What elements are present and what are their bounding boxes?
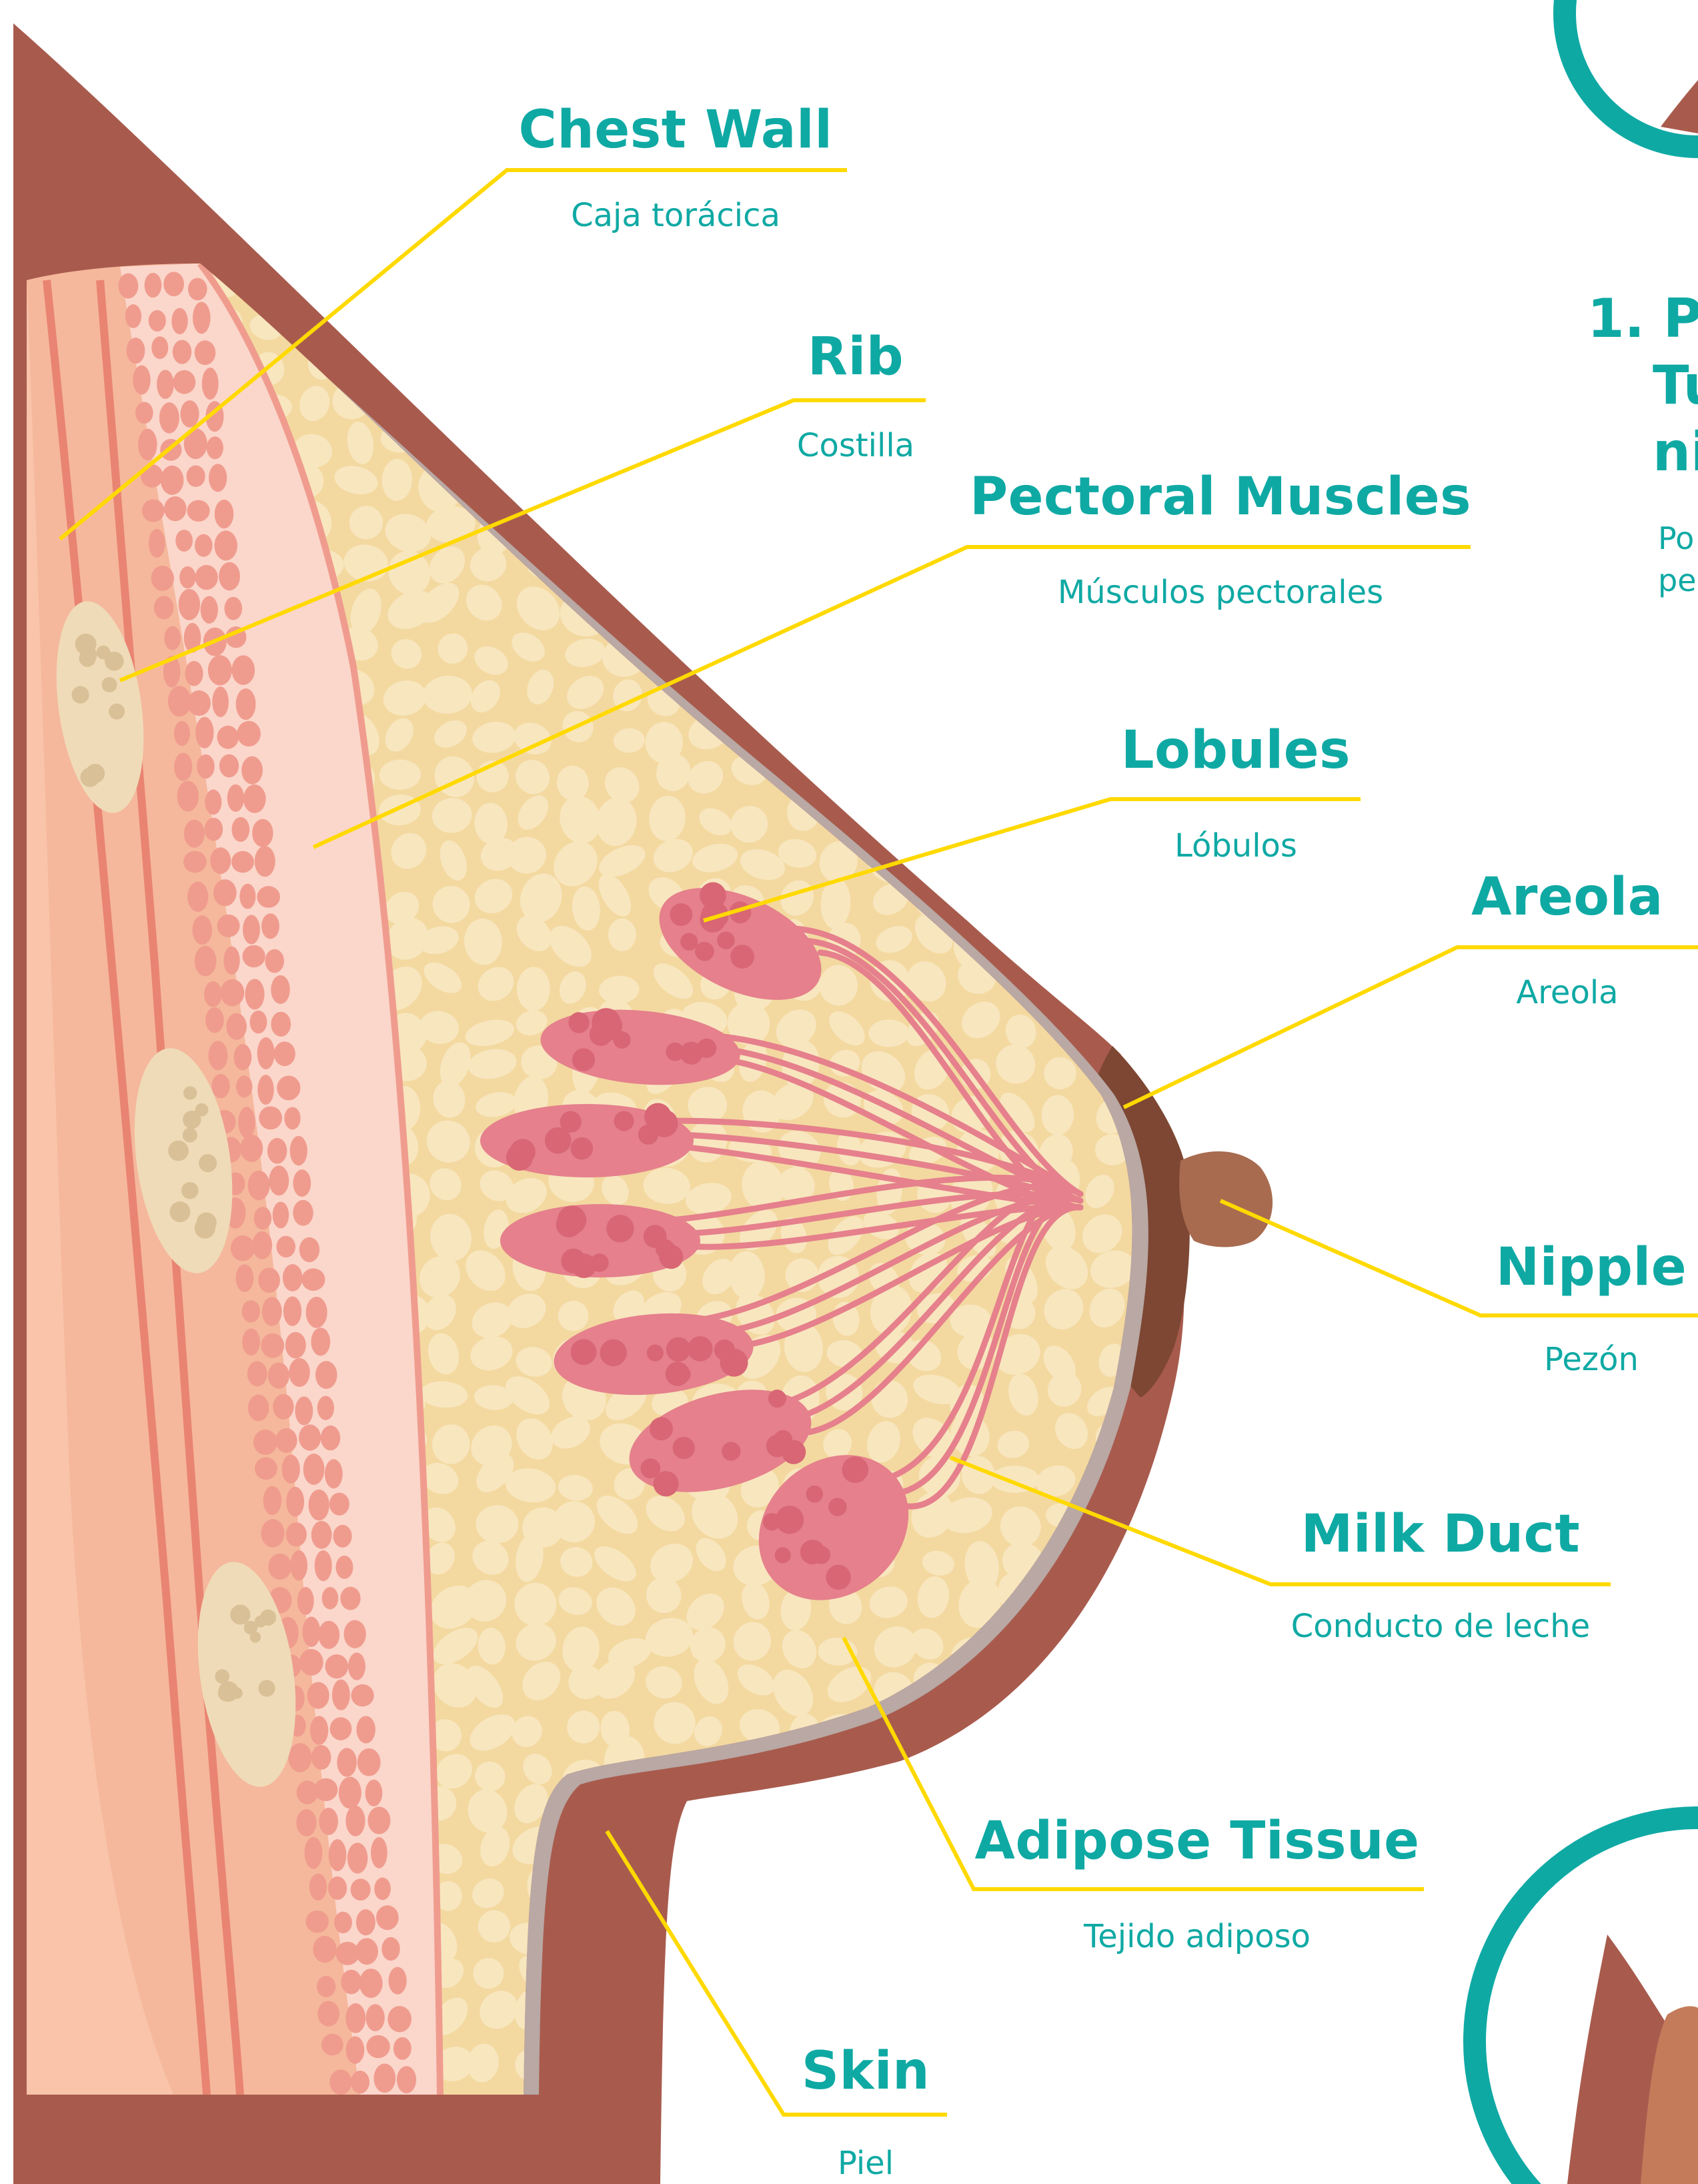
pectoral-muscles-translation: Músculos pectorales — [1058, 574, 1383, 611]
side-subtext-line-1: Po — [1658, 517, 1694, 560]
milk-duct-translation: Conducto de leche — [1291, 1608, 1591, 1645]
inset-circle-top — [1565, 0, 1698, 147]
skin-label: Skin — [802, 2041, 930, 2101]
inset-circle-bottom — [1475, 1818, 1698, 2184]
skin-translation: Piel — [838, 2145, 894, 2182]
nipple-label: Nipple — [1496, 1237, 1687, 1297]
adipose-tissue-translation: Tejido adiposo — [1084, 1918, 1311, 1955]
adipose-tissue-label: Adipose Tissue — [974, 1811, 1419, 1871]
side-heading-line-1: 1. Po — [1587, 287, 1698, 351]
areola-label: Areola — [1471, 867, 1663, 927]
nipple-shape — [1179, 1151, 1272, 1247]
side-heading-line-2: Tu — [1653, 354, 1698, 418]
areola-leader-line — [1124, 947, 1698, 1107]
milk-duct-label: Milk Duct — [1301, 1504, 1580, 1564]
pectoral-muscles-label: Pectoral Muscles — [970, 467, 1471, 527]
chest-wall-label: Chest Wall — [519, 100, 833, 160]
nipple-translation: Pezón — [1544, 1341, 1639, 1378]
lobules-translation: Lóbulos — [1174, 827, 1297, 865]
rib-label: Rib — [808, 327, 904, 387]
chest-wall-translation: Caja torácica — [571, 197, 780, 234]
rib-translation: Costilla — [797, 427, 914, 464]
lobules-label: Lobules — [1121, 720, 1351, 780]
areola-translation: Areola — [1516, 974, 1618, 1011]
side-subtext-line-2: pe — [1658, 559, 1697, 602]
side-heading-line-3: ni — [1653, 420, 1698, 484]
